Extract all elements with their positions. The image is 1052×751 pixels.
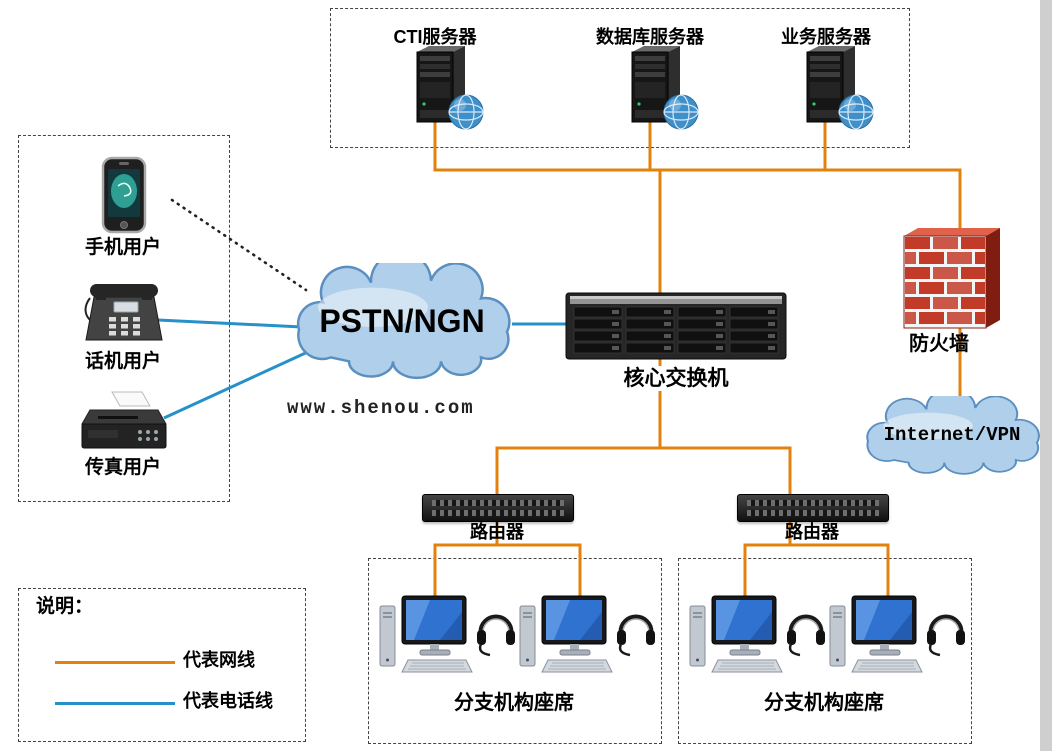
phone-user-label: 话机用户	[84, 351, 162, 372]
database-server-label: 数据库服务器	[596, 27, 704, 47]
pstn-cloud	[283, 263, 523, 381]
business-server-icon	[799, 44, 875, 132]
router-2-icon	[737, 494, 889, 522]
branch-2-label: 分支机构座席	[764, 692, 884, 714]
router-ports	[432, 510, 564, 516]
cti-server-icon	[409, 44, 485, 132]
agent-seat-icon	[828, 590, 968, 690]
branch-box-1	[368, 558, 662, 744]
router-ports	[747, 500, 879, 506]
agent-seat-icon	[378, 590, 518, 690]
router-1-icon	[422, 494, 574, 522]
legend-phone-line-label: 代表电话线	[183, 691, 273, 711]
legend-box	[18, 588, 306, 742]
page-edge-strip	[1040, 0, 1052, 751]
agent-seat-icon	[518, 590, 658, 690]
core-switch-icon	[564, 289, 788, 363]
core-switch-label: 核心交换机	[618, 366, 734, 392]
agent-seat-icon	[688, 590, 828, 690]
legend-network-line-label: 代表网线	[183, 650, 255, 670]
cti-server-label: CTI服务器	[393, 27, 477, 47]
internet-vpn-cloud	[855, 396, 1050, 476]
fax-user-label: 传真用户	[84, 457, 162, 478]
mobile-phone-icon	[88, 156, 160, 234]
mobile-user-label: 手机用户	[84, 237, 162, 258]
firewall-icon	[900, 226, 1004, 334]
router-2-label: 路由器	[785, 522, 839, 542]
branch-1-label: 分支机构座席	[454, 692, 574, 714]
business-server-label: 业务服务器	[781, 27, 871, 47]
legend-title: 说明：	[36, 596, 94, 617]
database-server-icon	[624, 44, 700, 132]
router-ports	[747, 510, 879, 516]
router-1-label: 路由器	[470, 522, 524, 542]
desk-phone-icon	[82, 280, 166, 346]
server-group-box	[330, 8, 910, 148]
branch-box-2	[678, 558, 972, 744]
legend-phone-line-sample	[55, 702, 175, 705]
internet-vpn-label: Internet/VPN	[883, 424, 1021, 446]
fax-machine-icon	[78, 390, 170, 454]
watermark-text: www.shenou.com	[287, 397, 475, 419]
router-ports	[432, 500, 564, 506]
legend-network-line-sample	[55, 661, 175, 664]
pstn-cloud-label: PSTN/NGN	[319, 303, 485, 339]
firewall-label: 防火墙	[909, 333, 969, 355]
user-group-box	[18, 135, 230, 502]
